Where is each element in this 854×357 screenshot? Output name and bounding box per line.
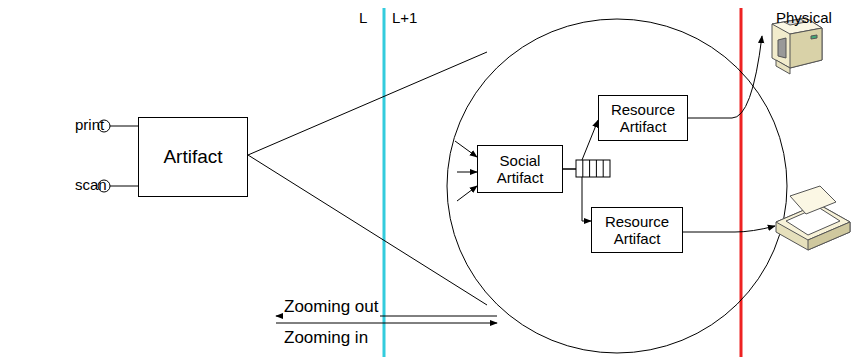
physical-label: Physical <box>776 10 832 27</box>
device-link <box>688 36 762 118</box>
resource-artifact-box: Resource Artifact <box>591 207 683 253</box>
level-label: L+1 <box>392 10 417 27</box>
box-text: Social Artifact <box>483 152 557 187</box>
social-artifact-box: Social Artifact <box>477 145 563 193</box>
zoom-label: Zooming out <box>283 298 380 317</box>
dispatch-arrow <box>563 169 591 221</box>
resource-artifact-box: Resource Artifact <box>598 95 688 141</box>
scanner-icon <box>776 186 850 250</box>
level-line <box>383 8 386 357</box>
zoom-circle <box>447 19 787 353</box>
device-link <box>683 226 775 232</box>
port-wire <box>110 186 138 187</box>
port-label: print <box>75 117 104 134</box>
level-label: L <box>359 10 367 27</box>
zoom-line <box>248 52 487 155</box>
port-wire <box>110 126 138 127</box>
zoom-line <box>248 155 487 305</box>
box-text: Resource Artifact <box>597 213 677 248</box>
artifact-box: Artifact <box>138 117 248 197</box>
queue-symbol <box>576 160 610 177</box>
dispatch-arrow <box>563 120 598 169</box>
printer-icon <box>772 18 822 74</box>
physical-line <box>740 8 743 357</box>
box-text: Resource Artifact <box>604 101 682 136</box>
port-label: scan <box>75 177 107 194</box>
request-arrow <box>455 141 477 157</box>
request-arrow <box>457 172 477 173</box>
request-arrow <box>457 186 477 201</box>
box-text: Artifact <box>163 146 222 168</box>
zoom-in-arrow <box>276 323 497 324</box>
zoom-label: Zooming in <box>283 329 369 348</box>
